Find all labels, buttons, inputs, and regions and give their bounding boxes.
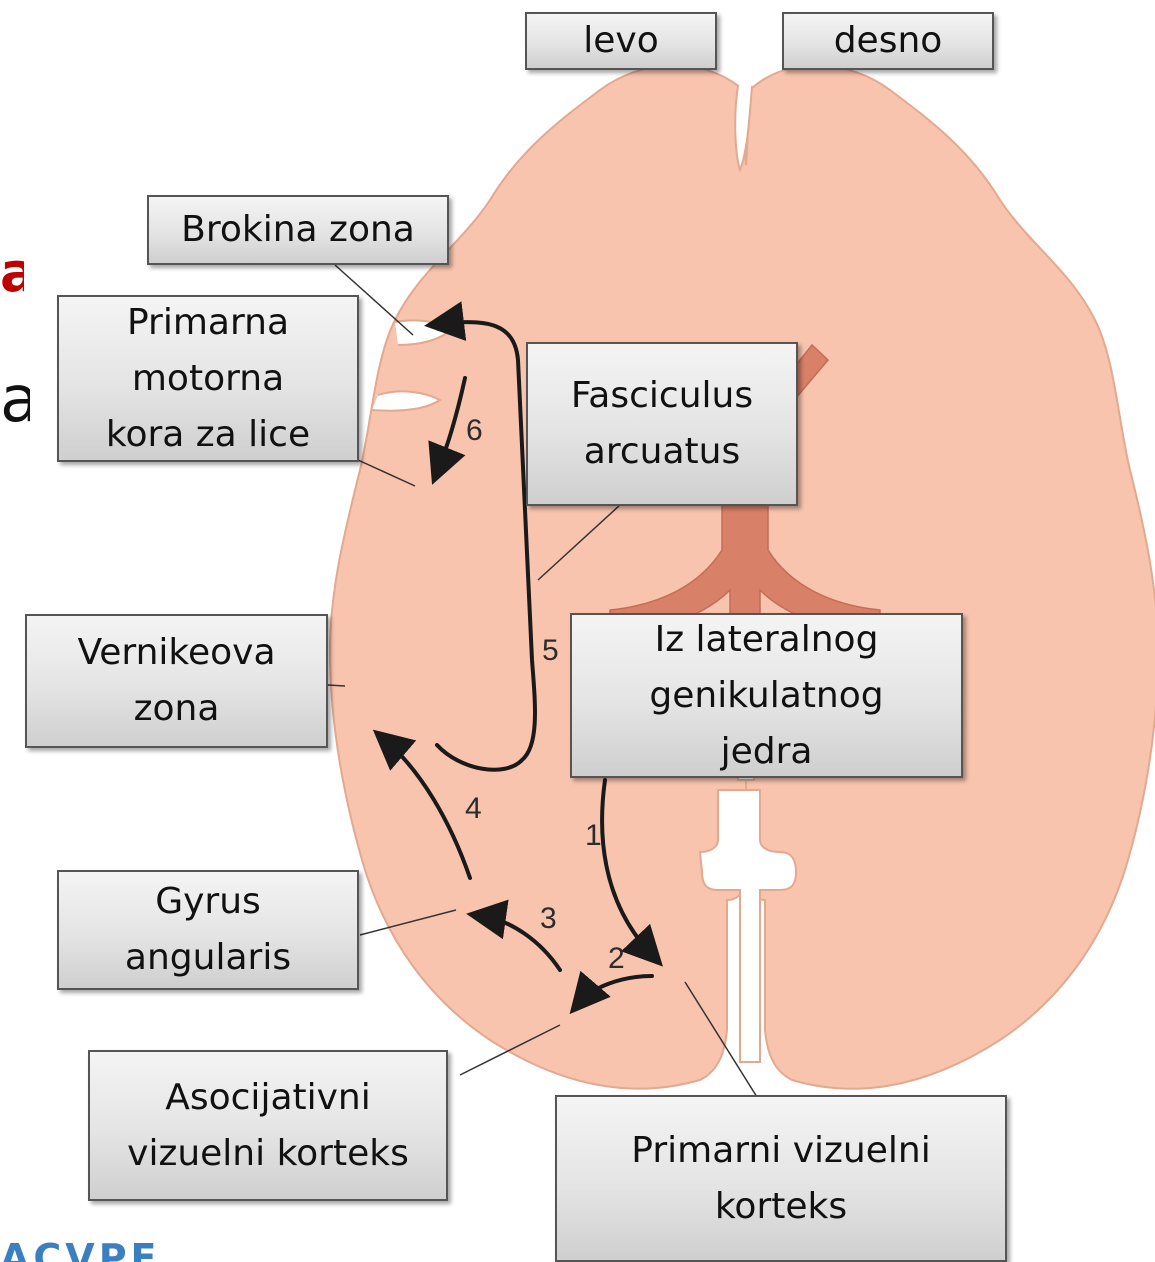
label-brokina-zona: Brokina zona <box>147 195 449 265</box>
label-fasciculus-arcuatus: Fasciculus arcuatus <box>526 342 798 506</box>
label-primarni-vizuelni-korteks: Primarni vizuelni korteks <box>555 1095 1007 1262</box>
step-number-3: 3 <box>540 902 557 935</box>
step-number-1: 1 <box>585 819 602 852</box>
label-primarna-motorna-kora: Primarna motorna kora za lice <box>57 295 359 462</box>
step-number-2: 2 <box>608 942 625 975</box>
label-asocijativni-vizuelni-korteks: Asocijativni vizuelni korteks <box>88 1050 448 1201</box>
label-gyrus-angularis: Gyrus angularis <box>57 870 359 990</box>
label-levo: levo <box>525 12 717 70</box>
cropped-text-fragment: a <box>0 360 30 440</box>
step-number-6: 6 <box>466 414 483 447</box>
cropped-logo-fragment: ACVPE <box>0 1238 175 1262</box>
label-vernikeova-zona: Vernikeova zona <box>25 614 328 748</box>
cropped-title-fragment: a <box>0 238 24 308</box>
label-lateralnog-jedra: Iz lateralnog genikulatnog jedra <box>570 613 963 778</box>
step-number-5: 5 <box>542 634 559 667</box>
step-number-4: 4 <box>465 792 482 825</box>
label-desno: desno <box>782 12 994 70</box>
